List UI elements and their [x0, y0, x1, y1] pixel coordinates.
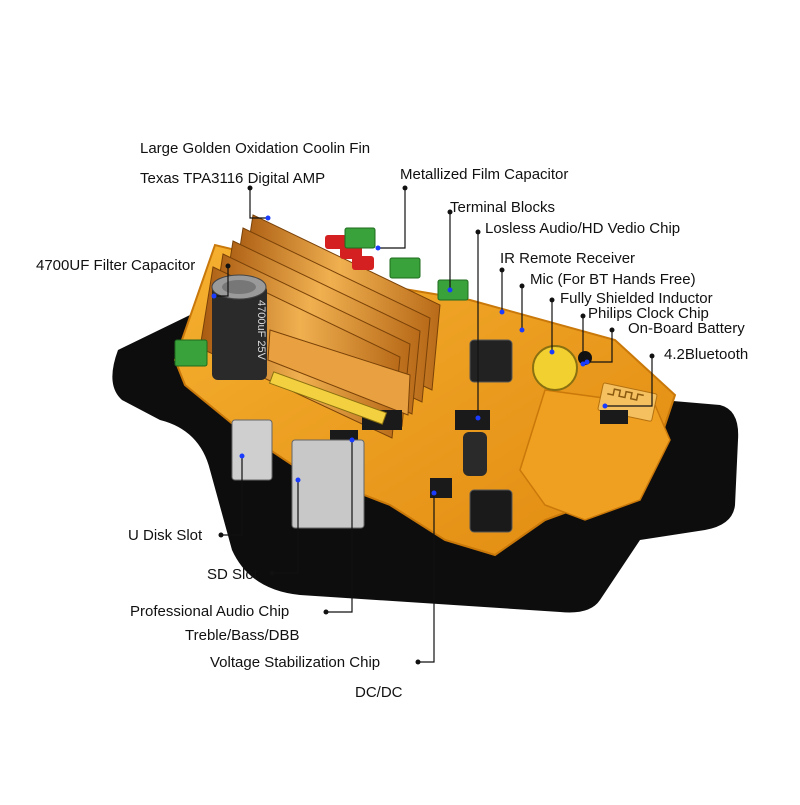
- leader-lines: [214, 188, 653, 663]
- small-capacitor: [463, 432, 487, 476]
- point-markers: [211, 215, 608, 496]
- sd-slot: [291, 439, 365, 529]
- label-battery: On-Board Battery: [628, 320, 745, 337]
- label-filter-capacitor: 4700UF Filter Capacitor: [36, 257, 196, 274]
- label-mic: Mic (For BT Hands Free): [530, 271, 696, 288]
- filter-capacitor: 4700uF 25V: [211, 274, 267, 380]
- terminal-blocks: [174, 227, 469, 367]
- label-dots: [218, 185, 655, 665]
- label-audio-chip: Professional Audio Chip: [130, 603, 290, 620]
- label-ir-receiver: IR Remote Receiver: [500, 250, 636, 267]
- label-sd: SD Slot: [207, 566, 258, 583]
- bluetooth-antenna-trace: [607, 388, 644, 401]
- label-inductor: Fully Shielded Inductor: [560, 290, 713, 307]
- label-dcdc: DC/DC: [355, 684, 403, 701]
- pin-header: [268, 371, 388, 425]
- label-udisk: U Disk Slot: [128, 527, 203, 544]
- label-lossless-chip: Losless Audio/HD Vedio Chip: [485, 220, 681, 237]
- capacitor-marking: 4700uF 25V: [255, 300, 267, 361]
- shielded-inductor: [469, 339, 513, 383]
- label-bluetooth: 4.2Bluetooth: [664, 346, 749, 363]
- bluetooth-pcb: [519, 389, 671, 521]
- label-voltage-chip: Voltage Stabilization Chip: [210, 654, 381, 671]
- dcdc-inductor: [469, 489, 513, 533]
- label-terminal-blocks: Terminal Blocks: [450, 199, 556, 216]
- label-treble-bass: Treble/Bass/DBB: [185, 627, 300, 644]
- usb-port: [231, 419, 273, 481]
- label-digital-amp: Texas TPA3116 Digital AMP: [140, 170, 326, 187]
- label-clock-chip: Philips Clock Chip: [588, 305, 709, 322]
- onboard-battery: [532, 345, 578, 391]
- label-film-capacitor: Metallized Film Capacitor: [400, 166, 569, 183]
- label-cooling-fin: Large Golden Oxidation Coolin Fin: [140, 140, 371, 157]
